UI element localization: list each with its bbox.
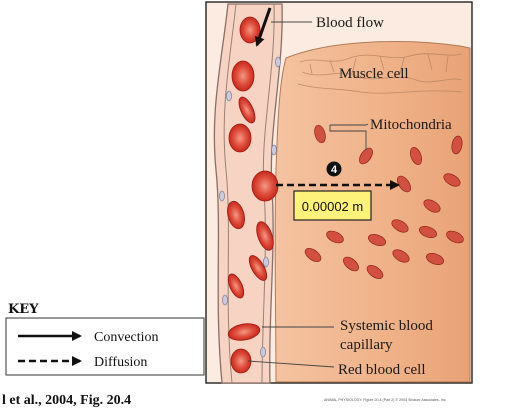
label-muscle-cell: Muscle cell [339, 66, 409, 82]
label-red-blood-cell: Red blood cell [338, 362, 425, 378]
step-number: 4 [331, 164, 338, 176]
key-convection-label: Convection [94, 330, 159, 345]
citation: l et al., 2004, Fig. 20.4 [2, 393, 131, 408]
label-mitochondria: Mitochondria [370, 117, 452, 133]
key-title: KEY [8, 302, 39, 317]
key-diffusion-label: Diffusion [94, 355, 147, 370]
credit-line: ANIMAL PHYSIOLOGY, Figure 20.4 (Part 2) … [324, 398, 447, 402]
label-capillary-line2: capillary [340, 337, 393, 353]
label-capillary-line1: Systemic blood [340, 318, 433, 334]
label-blood-flow: Blood flow [316, 15, 384, 31]
distance-label: 0.00002 m [302, 199, 363, 214]
